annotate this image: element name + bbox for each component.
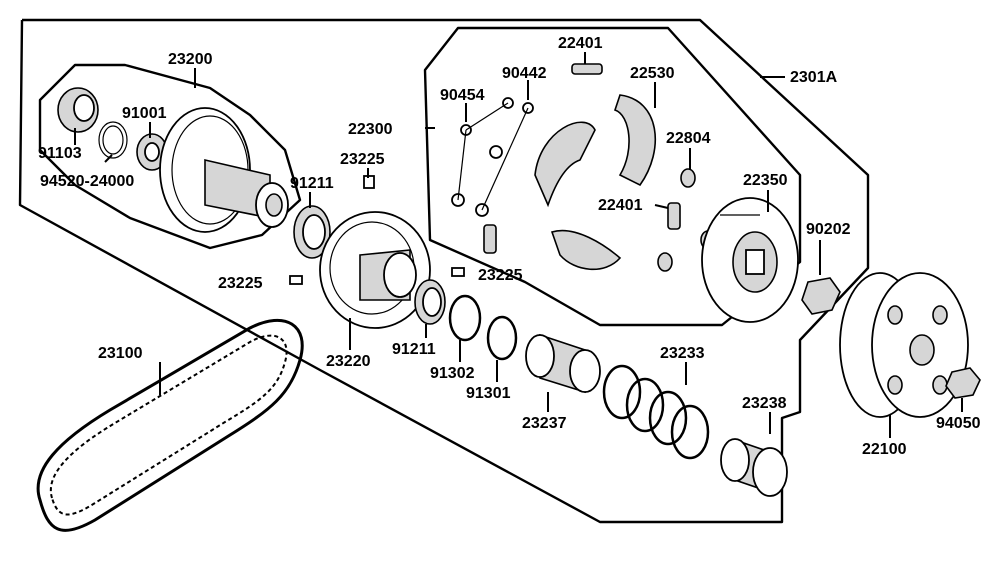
label-23238: 23238 <box>742 395 787 412</box>
label-22530: 22530 <box>630 65 675 82</box>
label-90202: 90202 <box>806 221 851 238</box>
clutch-spring-22401-link <box>483 224 497 254</box>
label-23225-left: 23225 <box>218 275 263 292</box>
label-91103: 91103 <box>38 145 82 162</box>
nut-90202 <box>801 277 841 315</box>
label-22804: 22804 <box>666 130 711 147</box>
label-94050: 94050 <box>936 415 981 432</box>
ball-bearing-91001 <box>136 133 168 171</box>
oil-seal-91211-left <box>293 205 331 259</box>
washer-90454 <box>451 97 514 207</box>
driven-face-23220 <box>319 211 431 329</box>
washer-90442 <box>475 102 534 217</box>
leader-lines <box>74 52 963 438</box>
label-23237: 23237 <box>522 415 567 432</box>
label-91001: 91001 <box>122 105 167 122</box>
label-91211-top: 91211 <box>290 175 334 192</box>
label-90442: 90442 <box>502 65 547 82</box>
spring-seat-23238 <box>720 438 788 497</box>
label-91302: 91302 <box>430 365 475 382</box>
label-23225-right: 23225 <box>478 267 523 284</box>
label-22350: 22350 <box>743 172 788 189</box>
nut-94050 <box>945 367 981 399</box>
label-22401-top: 22401 <box>558 35 603 52</box>
circlip-94520-24000 <box>98 121 128 159</box>
needle-bearing-91103 <box>57 87 99 133</box>
clutch-shoe-22530-top <box>534 94 657 208</box>
guide-pin-23225-left <box>289 275 303 285</box>
guide-pin-23225-right <box>451 267 465 277</box>
label-22100: 22100 <box>862 441 907 458</box>
label-94520-24000: 94520-24000 <box>40 173 134 190</box>
label-23225-top: 23225 <box>340 151 385 168</box>
o-ring-91301 <box>486 315 518 361</box>
spring-23233 <box>602 364 710 460</box>
label-23233: 23233 <box>660 345 705 362</box>
label-23100: 23100 <box>98 345 143 362</box>
label-23200: 23200 <box>168 51 213 68</box>
label-22300: 22300 <box>348 121 393 138</box>
label-90454: 90454 <box>440 87 485 104</box>
label-2301a: 2301A <box>790 69 838 86</box>
clutch-shoe-22530-bottom <box>550 229 622 271</box>
label-23220: 23220 <box>326 353 371 370</box>
drive-face-23200 <box>159 107 289 233</box>
clutch-plate-22350 <box>701 197 799 323</box>
assembly-outline-23200 <box>38 63 302 250</box>
label-22401-mid: 22401 <box>598 197 643 214</box>
label-91211-bottom: 91211 <box>392 341 436 358</box>
collar-23237 <box>525 333 601 394</box>
v-belt-23100 <box>36 318 304 532</box>
assembly-outline-2301a <box>18 18 870 524</box>
oil-seal-91211-right <box>414 279 446 325</box>
label-91301: 91301 <box>466 385 511 402</box>
clutch-spring-22401-mid <box>667 202 681 230</box>
o-ring-91302 <box>448 294 482 342</box>
clutch-spring-22401-top <box>571 63 603 75</box>
clutch-outer-22100 <box>839 272 969 418</box>
